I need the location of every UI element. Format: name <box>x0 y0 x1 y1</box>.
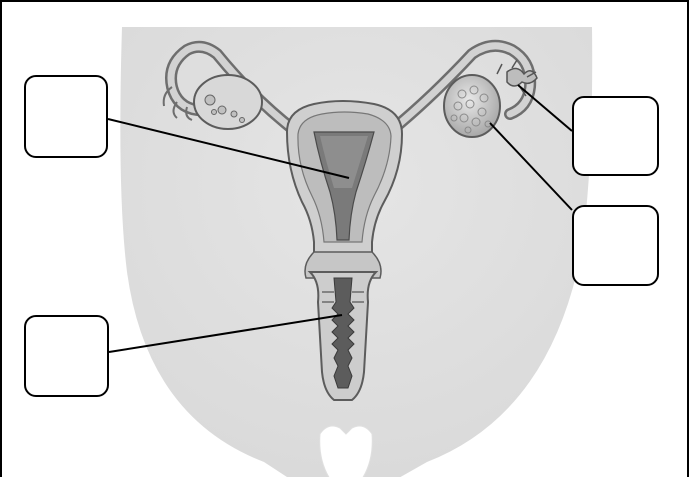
vaginal-opening <box>320 426 373 477</box>
vagina-label-box[interactable] <box>24 315 109 397</box>
fallopian-tube-label-box[interactable] <box>572 96 659 176</box>
ovary-label-box[interactable] <box>572 205 659 286</box>
left-ovary <box>194 75 262 129</box>
right-ovary <box>444 75 500 137</box>
uterus-label-box[interactable] <box>24 75 108 158</box>
